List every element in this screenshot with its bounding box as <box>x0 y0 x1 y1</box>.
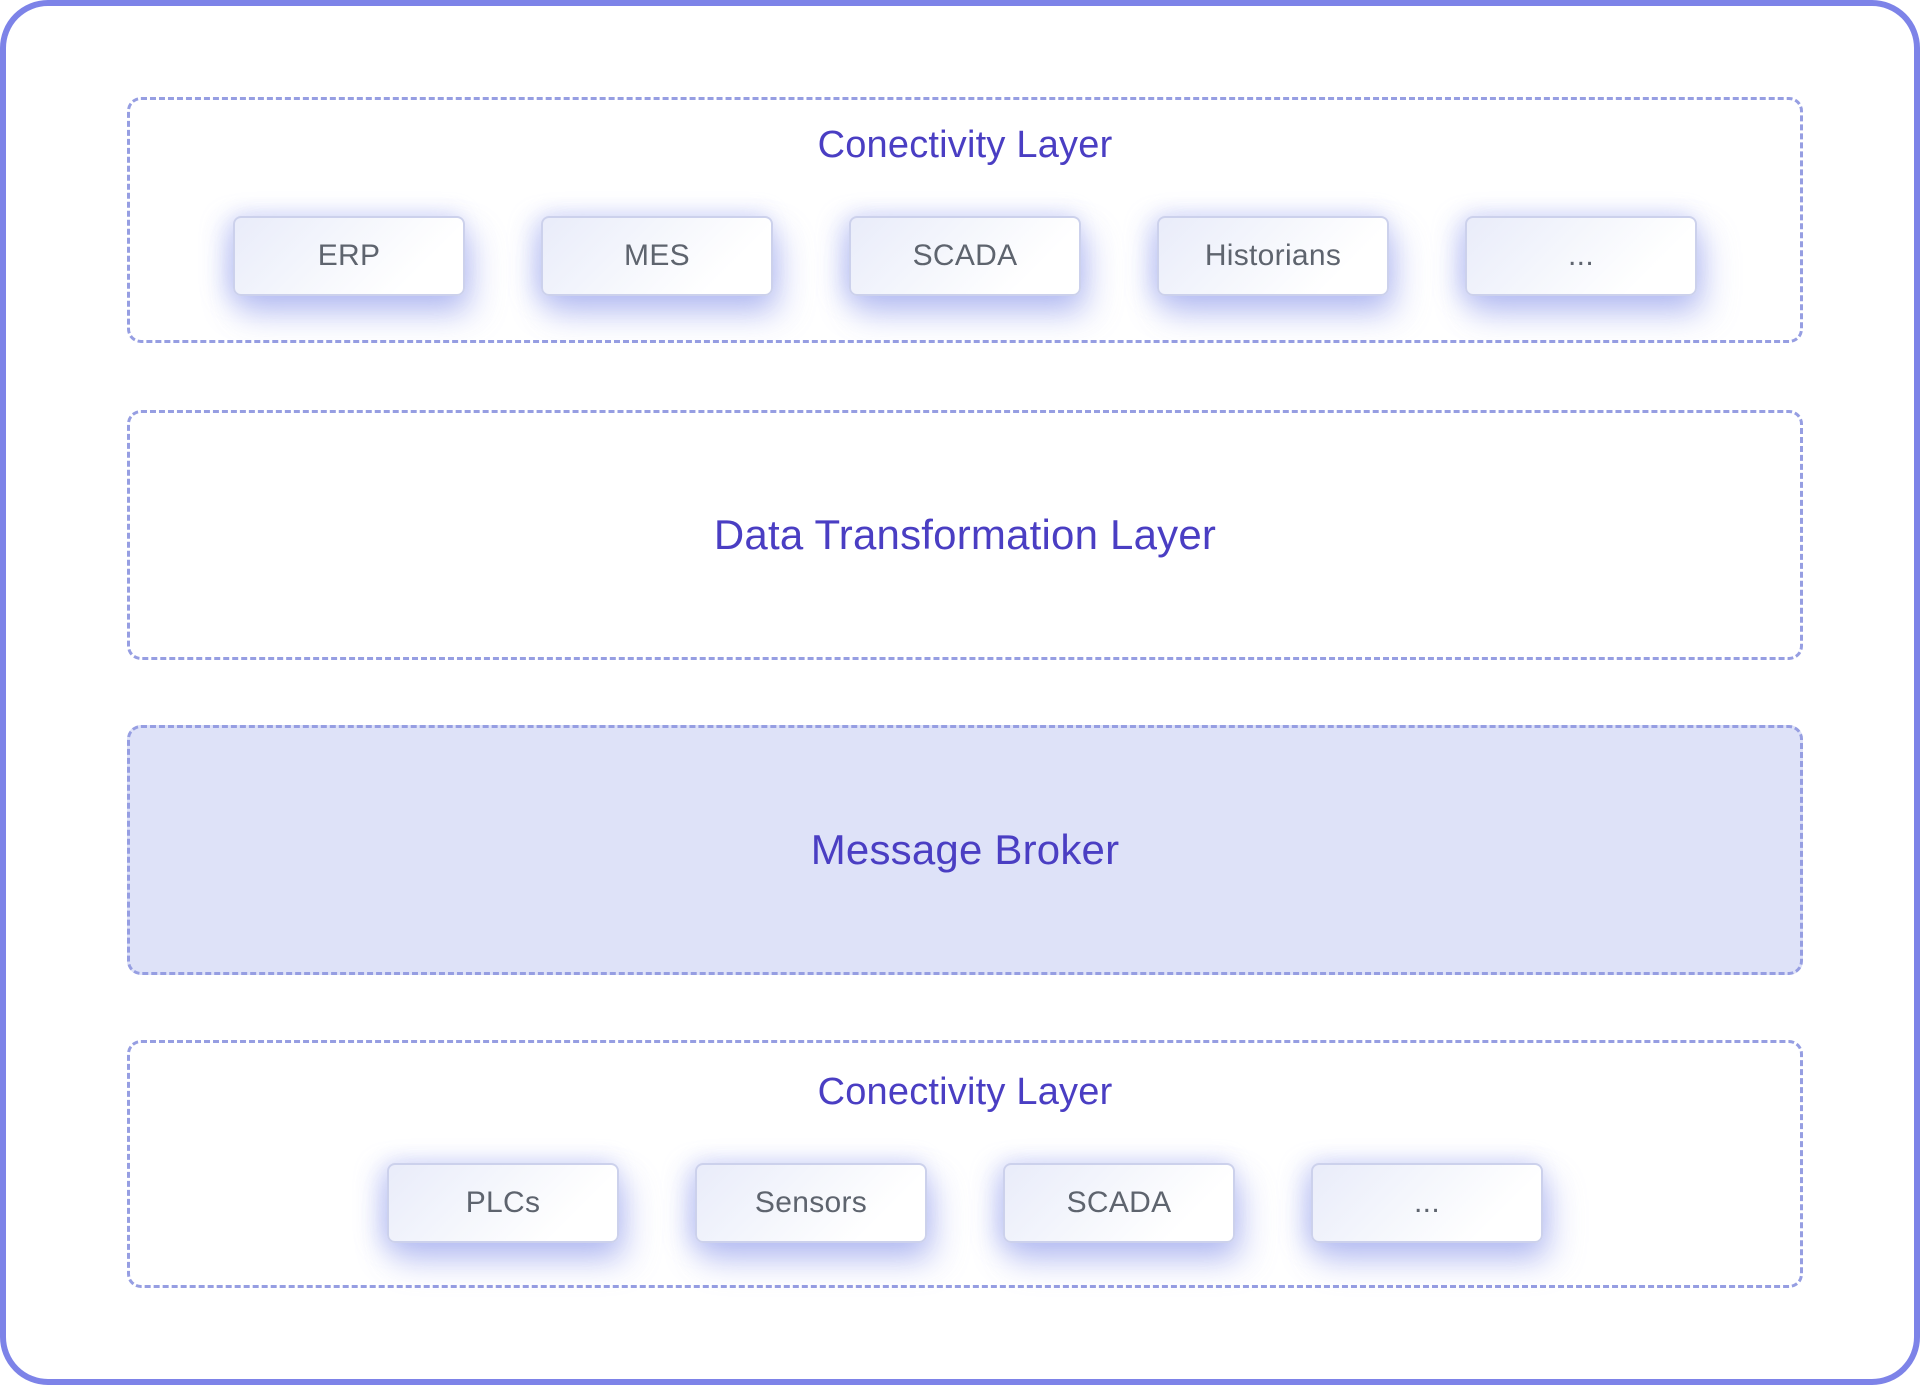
node-more-bottom: ... <box>1311 1162 1543 1243</box>
layer-message-broker: Message Broker <box>127 725 1803 975</box>
node-more-top: ... <box>1465 215 1697 296</box>
node-erp: ERP <box>233 215 465 296</box>
layer-title-message-broker: Message Broker <box>810 825 1120 873</box>
layer-title-connectivity-bottom: Conectivity Layer <box>817 1071 1113 1113</box>
layer-data-transformation: Data Transformation Layer <box>127 410 1803 660</box>
node-historians: Historians <box>1157 215 1389 296</box>
layer-title-connectivity-top: Conectivity Layer <box>817 124 1113 166</box>
layer-connectivity-top: Conectivity Layer ERP MES SCADA Historia… <box>127 97 1803 343</box>
node-scada-top: SCADA <box>849 215 1081 296</box>
node-plcs: PLCs <box>387 1162 619 1243</box>
node-mes: MES <box>541 215 773 296</box>
layer-connectivity-bottom: Conectivity Layer PLCs Sensors SCADA ... <box>127 1040 1803 1288</box>
connectivity-top-node-row: ERP MES SCADA Historians ... <box>233 215 1697 296</box>
node-sensors: Sensors <box>695 1162 927 1243</box>
connectivity-bottom-node-row: PLCs Sensors SCADA ... <box>387 1162 1543 1243</box>
node-scada-bottom: SCADA <box>1003 1162 1235 1243</box>
layer-title-data-transformation: Data Transformation Layer <box>713 510 1217 558</box>
